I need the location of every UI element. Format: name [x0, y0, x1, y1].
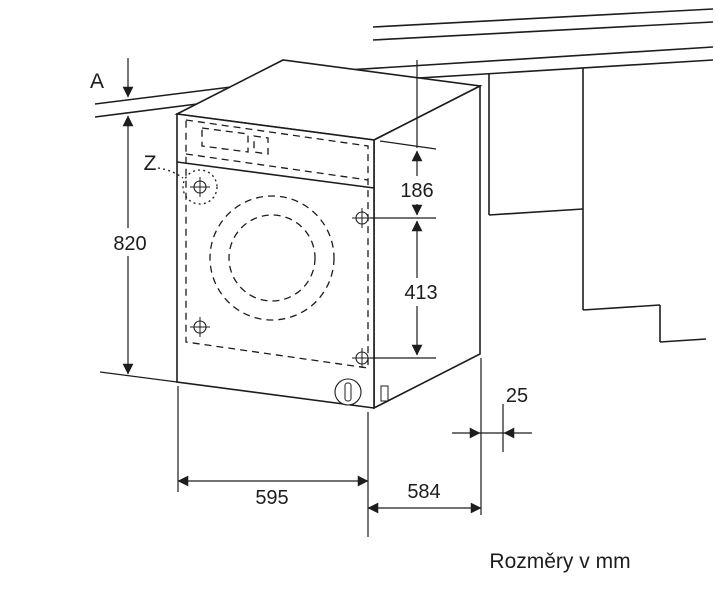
label-mask-820	[104, 228, 156, 256]
furniture-door-outline	[185, 119, 369, 369]
control-panel-edge	[176, 161, 375, 189]
service-flap	[334, 378, 362, 406]
label-820: 820	[113, 233, 146, 255]
label-mask-413	[396, 278, 446, 306]
hinge-hole-top-left	[190, 177, 210, 197]
drum-inner-circle	[228, 214, 316, 302]
washing-machine-body	[174, 59, 483, 410]
dim-820-ext-bottom	[99, 371, 178, 383]
label-186: 186	[400, 180, 433, 202]
hinge-hole-bottom-right	[352, 348, 372, 368]
control-panel-dashed-line	[185, 153, 369, 181]
label-z: Z	[144, 152, 157, 175]
machine-front-face	[176, 113, 375, 409]
base-vent-slot	[380, 385, 389, 402]
dim-186-top-tick	[379, 140, 437, 150]
label-584: 584	[407, 481, 440, 503]
label-413: 413	[404, 282, 437, 304]
label-595: 595	[255, 487, 288, 509]
machine-side-face	[373, 84, 481, 410]
display-window	[253, 135, 269, 155]
cabinet-side-panel	[488, 68, 707, 343]
hinge-holes	[190, 177, 372, 368]
detail-z-callout	[157, 167, 218, 205]
hinge-hole-top-right	[352, 208, 372, 228]
footer-note: Rozměry v mm	[489, 550, 630, 573]
dim-595	[177, 386, 369, 537]
service-flap-slot	[344, 382, 352, 402]
label-25: 25	[506, 385, 528, 407]
label-mask-186	[393, 176, 441, 204]
detergent-drawer	[201, 127, 249, 153]
hinge-hole-bottom-left	[190, 317, 210, 337]
label-a: A	[90, 70, 104, 93]
drum-outer-circle	[209, 195, 335, 321]
detail-z-circle	[182, 169, 218, 205]
dim-25	[452, 358, 532, 515]
